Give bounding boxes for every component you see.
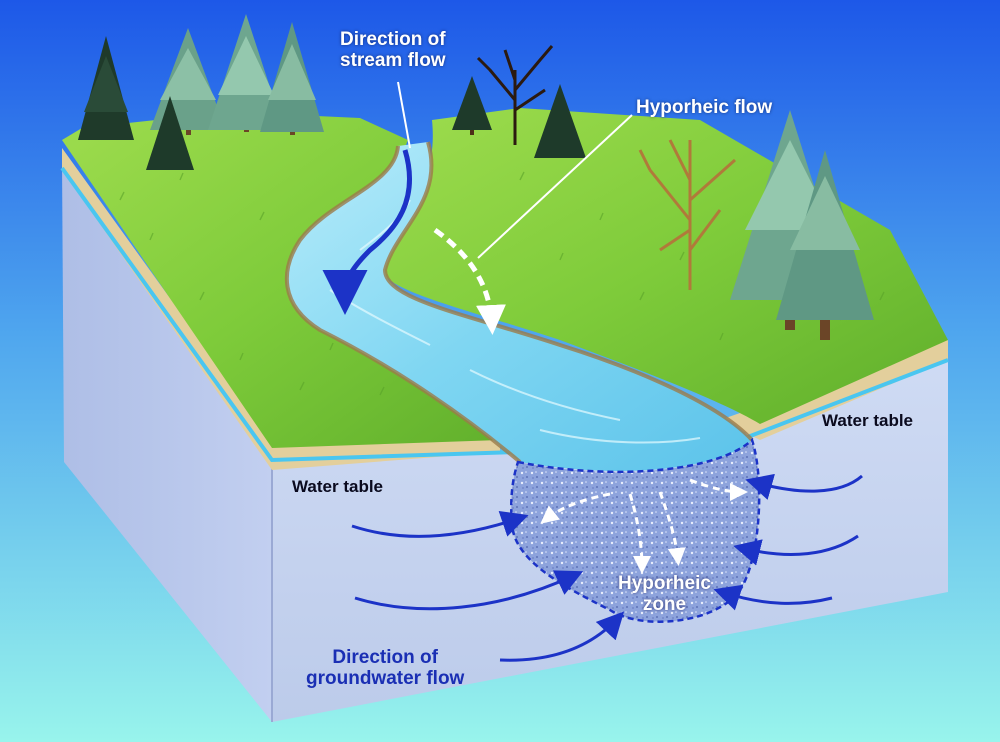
stream-water <box>286 142 752 471</box>
block-left-face <box>62 162 272 722</box>
hyporheic-zone-label: Hyporheic zone <box>618 573 711 615</box>
trees <box>78 14 874 340</box>
water-table-line-left <box>60 166 516 463</box>
stream-flow-arrow[interactable] <box>322 149 412 315</box>
water-table-label-right: Water table <box>822 411 914 430</box>
hyporheic-flow-label: Hyporheic flow <box>636 97 773 118</box>
groundwater-flow-label: Direction of groundwater flow <box>306 647 465 689</box>
hyporheic-exchange-arrows <box>540 478 748 574</box>
hyporheic-flow-arrow[interactable] <box>433 227 506 335</box>
water-table-line-right <box>744 358 949 440</box>
water-table-label-left: Water table <box>292 477 384 496</box>
groundwater-arrows <box>351 473 863 662</box>
stream-flow-label: Direction of stream flow <box>340 29 446 71</box>
